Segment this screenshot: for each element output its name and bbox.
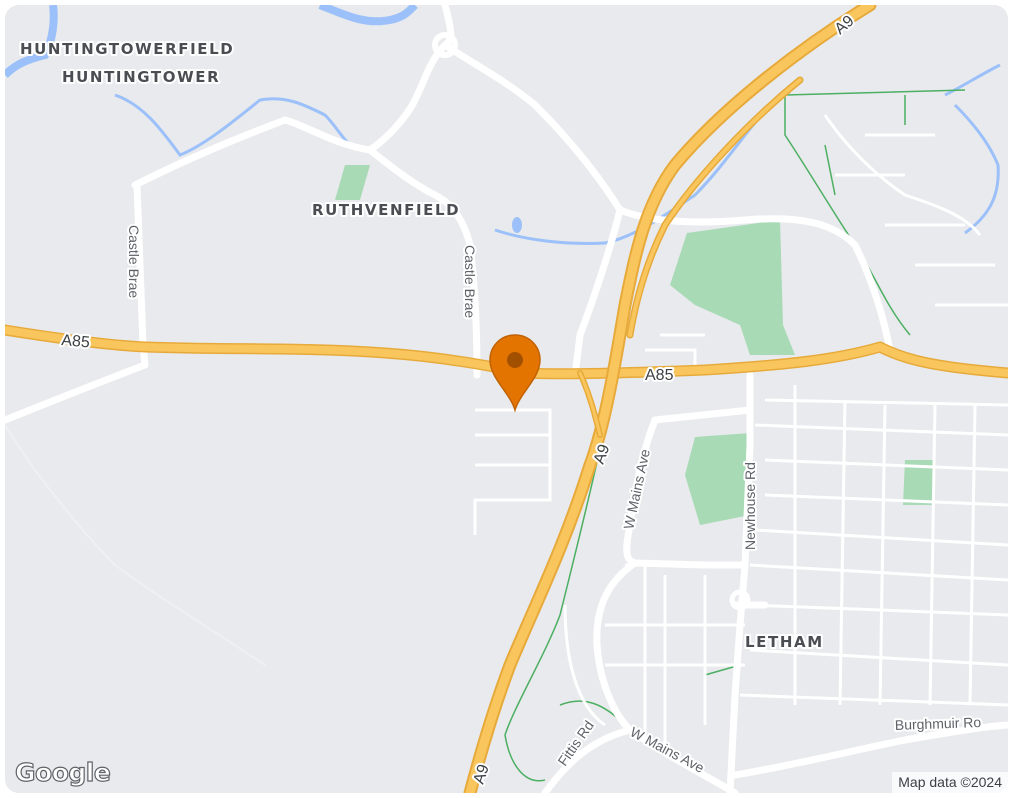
pond [512, 217, 522, 233]
park-ruthvenfield [335, 165, 370, 200]
a9-parallel [628, 78, 802, 337]
map-pin-icon[interactable] [489, 334, 541, 413]
park-north-letham [670, 220, 795, 355]
park-east [903, 460, 935, 505]
road-burghmuir [731, 721, 1008, 779]
label-newhouse-rd: Newhouse Rd [742, 462, 758, 550]
label-castle-brae-west: Castle Brae [126, 225, 142, 298]
map-viewport[interactable]: HUNTINGTOWERFIELD HUNTINGTOWER RUTHVENFI… [5, 5, 1008, 793]
label-a85-east: A85 [645, 367, 674, 384]
place-ruthvenfield: RUTHVENFIELD [312, 201, 460, 219]
map-canvas[interactable]: HUNTINGTOWERFIELD HUNTINGTOWER RUTHVENFI… [5, 5, 1008, 793]
stream-east [944, 63, 1001, 235]
map-attribution[interactable]: Map data ©2024 [892, 772, 1008, 793]
park-west-mains [685, 433, 750, 525]
a9 [465, 5, 875, 793]
footpaths [504, 89, 966, 782]
roundabout-north [432, 32, 458, 58]
place-huntingtowerfield: HUNTINGTOWERFIELD [20, 40, 234, 58]
road-castle-brae-west [5, 181, 149, 424]
river-north [318, 5, 418, 26]
road-castle-brae-east [366, 146, 481, 379]
road-w-mains-ave [593, 416, 749, 793]
place-huntingtower: HUNTINGTOWER [62, 68, 220, 86]
place-letham: LETHAM [745, 633, 824, 651]
label-castle-brae-east: Castle Brae [462, 245, 478, 318]
residential-roads [473, 114, 1008, 745]
road-fittis [541, 726, 634, 793]
track-west [5, 424, 266, 666]
stream-huntingtower [114, 93, 352, 157]
google-logo[interactable]: Google [14, 757, 111, 787]
a9-slip-south [578, 371, 602, 437]
road-a9-slip [571, 206, 624, 379]
label-burghmuir-rd: Burghmuir Ro [895, 714, 982, 733]
parks [335, 165, 935, 525]
river-west [5, 5, 58, 78]
roundabout-letham [729, 589, 751, 611]
label-a85-west: A85 [61, 332, 91, 351]
